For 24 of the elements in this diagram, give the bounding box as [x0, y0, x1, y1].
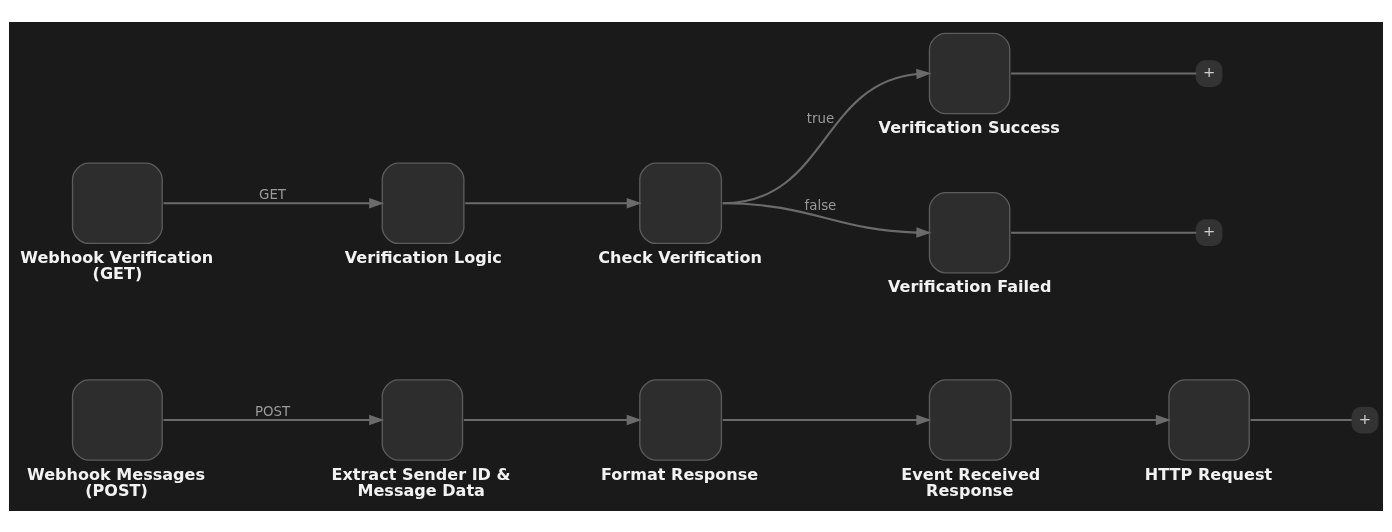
node-label: Webhook Verification (GET)	[20, 247, 214, 283]
node-label: Verification Failed	[887, 276, 1052, 296]
arrow	[722, 414, 932, 425]
edge-label: POST	[254, 403, 291, 419]
arrow	[463, 414, 642, 425]
connector	[1011, 231, 1197, 234]
connector	[1250, 418, 1352, 421]
node-label: Format Response	[601, 464, 759, 484]
edge-label: true	[806, 110, 835, 126]
edge-label: GET	[259, 186, 287, 202]
connector	[1011, 71, 1197, 75]
edge-label: false	[804, 197, 837, 213]
arrow	[163, 197, 385, 209]
arrow	[722, 201, 932, 238]
arrow	[465, 197, 642, 209]
node-label: Extract Sender ID & Message Data	[331, 464, 511, 500]
arrow	[1012, 414, 1171, 425]
node-label: Check Verification	[598, 247, 762, 267]
node-label: Verification Success	[878, 117, 1060, 137]
node-label: HTTP Request	[1144, 464, 1273, 484]
node-label: Verification Logic	[344, 247, 502, 267]
node-label: Event Received Response	[901, 464, 1041, 500]
arrow	[163, 414, 385, 425]
node-label: Webhook Messages (POST)	[27, 464, 205, 500]
